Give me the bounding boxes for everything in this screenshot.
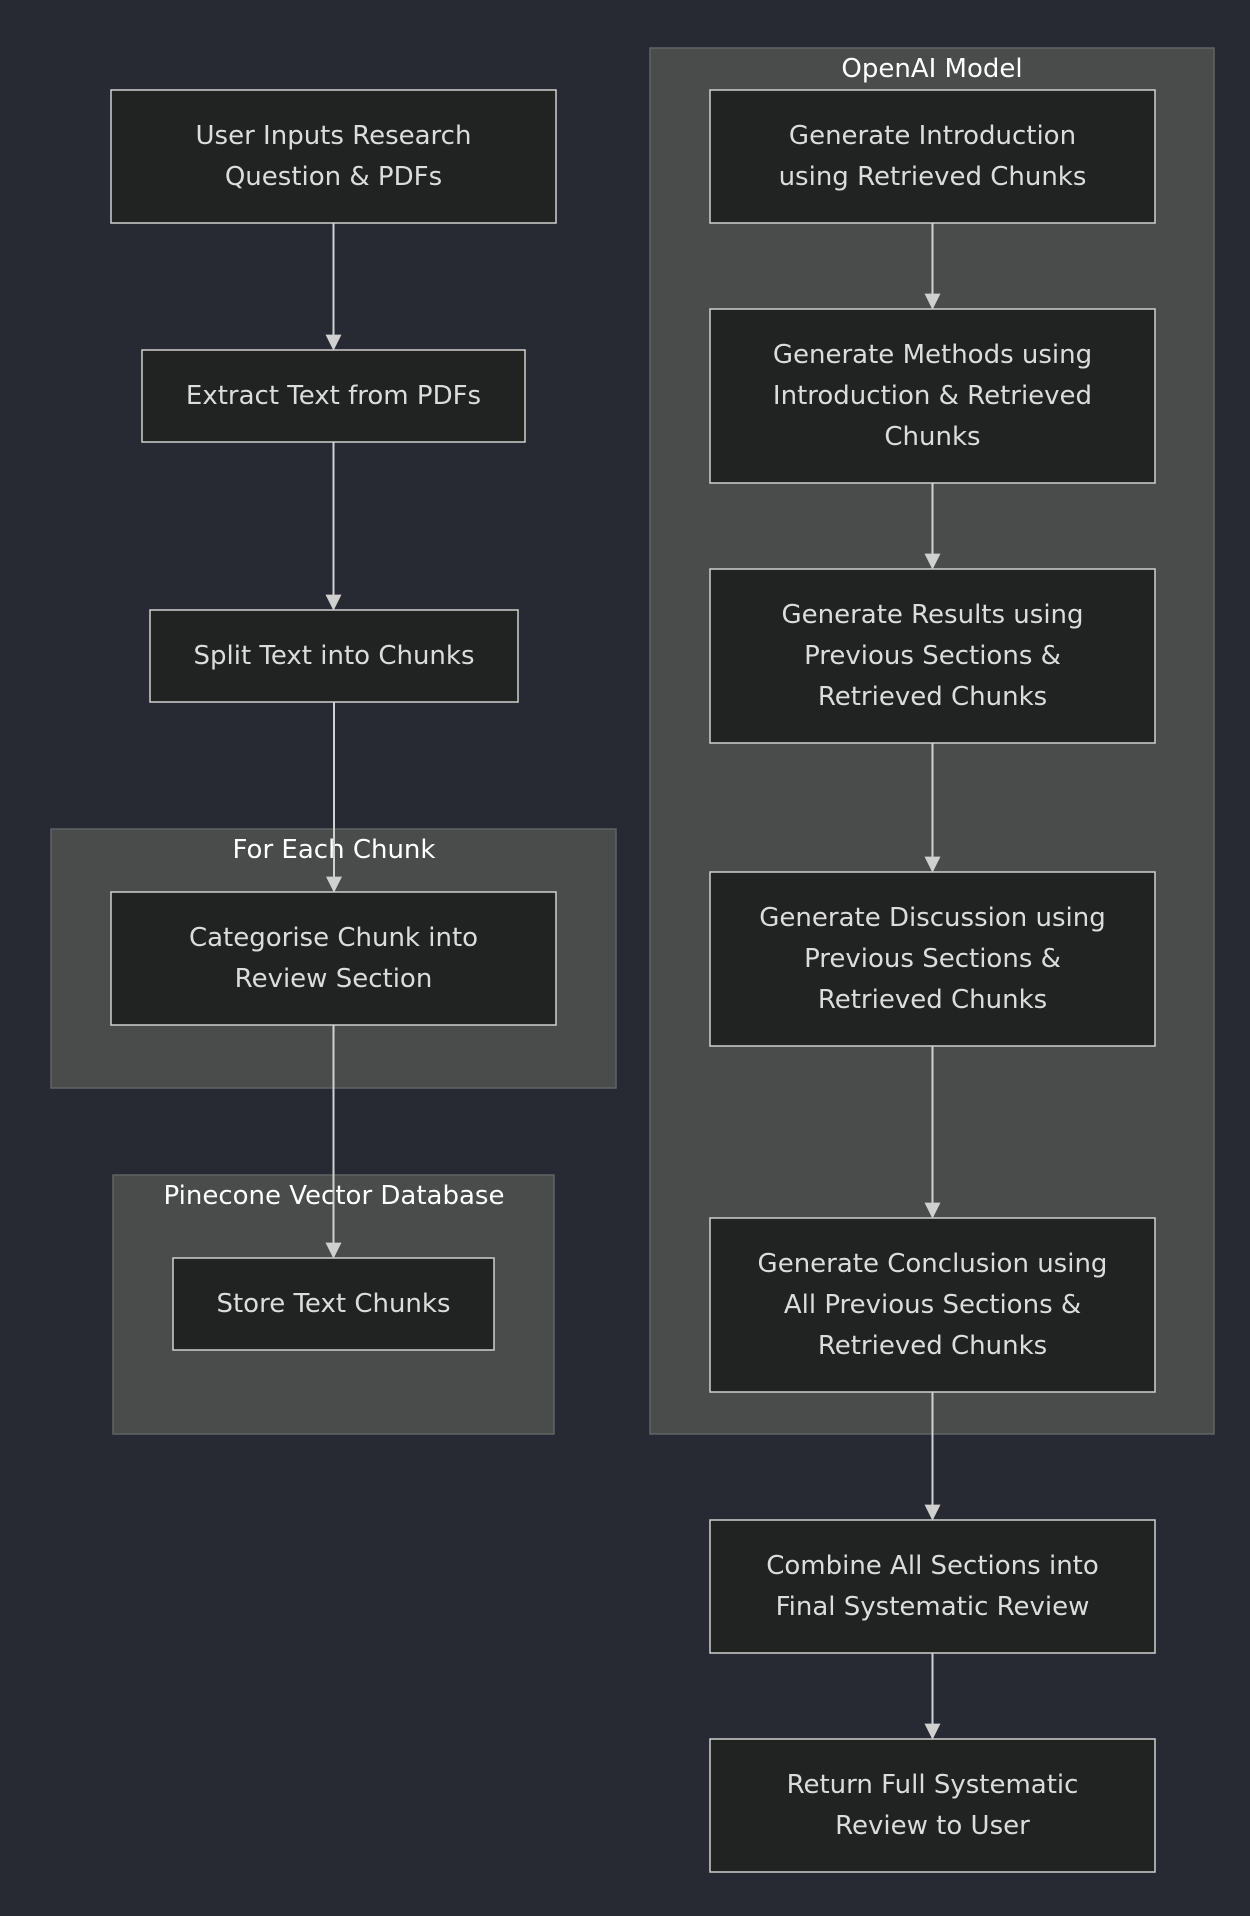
node-box xyxy=(141,349,526,443)
node-label-line: Retrieved Chunks xyxy=(818,985,1047,1015)
node-label-line: Previous Sections & xyxy=(804,944,1061,974)
node-box xyxy=(172,1257,495,1351)
node-extract-text: Extract Text from PDFs xyxy=(141,349,526,443)
node-box xyxy=(709,1738,1156,1873)
node-label-line: Question & PDFs xyxy=(225,162,442,192)
node-gen-intro: Generate Introduction using Retrieved Chu… xyxy=(709,89,1156,224)
edges-layer xyxy=(325,223,941,1740)
node-label-line: Combine All Sections into xyxy=(766,1551,1099,1581)
node-label-line: Chunks xyxy=(884,422,980,452)
node-label-line: Review to User xyxy=(835,1811,1030,1841)
node-label-line: Retrieved Chunks xyxy=(818,1331,1047,1361)
node-box xyxy=(709,89,1156,224)
node-label-line: Generate Conclusion using xyxy=(758,1249,1108,1279)
node-label-line: Generate Introduction xyxy=(789,121,1076,151)
node-label-line: User Inputs Research xyxy=(196,121,472,151)
node-label-line: Introduction & Retrieved xyxy=(773,381,1092,411)
node-box xyxy=(110,891,557,1026)
node-label-line: Generate Results using xyxy=(781,600,1083,630)
node-box xyxy=(709,871,1156,1047)
node-split-text: Split Text into Chunks xyxy=(149,609,519,703)
node-box xyxy=(110,89,557,224)
node-label-line: Generate Methods using xyxy=(773,340,1092,370)
node-label-line: Generate Discussion using xyxy=(759,903,1105,933)
node-store-chunks: Store Text Chunks xyxy=(172,1257,495,1351)
node-label-line: Final Systematic Review xyxy=(776,1592,1090,1622)
node-label-line: Split Text into Chunks xyxy=(193,641,474,671)
node-label-line: All Previous Sections & xyxy=(784,1290,1081,1320)
node-label-line: Previous Sections & xyxy=(804,641,1061,671)
node-label-line: using Retrieved Chunks xyxy=(779,162,1087,192)
cluster-label-openai-model: OpenAI Model xyxy=(841,54,1022,84)
node-label-line: Store Text Chunks xyxy=(216,1289,450,1319)
node-label-line: Extract Text from PDFs xyxy=(186,381,481,411)
node-label-line: Categorise Chunk into xyxy=(189,923,478,953)
node-box xyxy=(149,609,519,703)
node-box xyxy=(709,1217,1156,1393)
node-label-line: Retrieved Chunks xyxy=(818,682,1047,712)
node-label-line: Review Section xyxy=(235,964,433,994)
node-label-line: Return Full Systematic xyxy=(787,1770,1079,1800)
node-box xyxy=(709,568,1156,744)
node-box xyxy=(709,1519,1156,1654)
node-box xyxy=(709,308,1156,484)
